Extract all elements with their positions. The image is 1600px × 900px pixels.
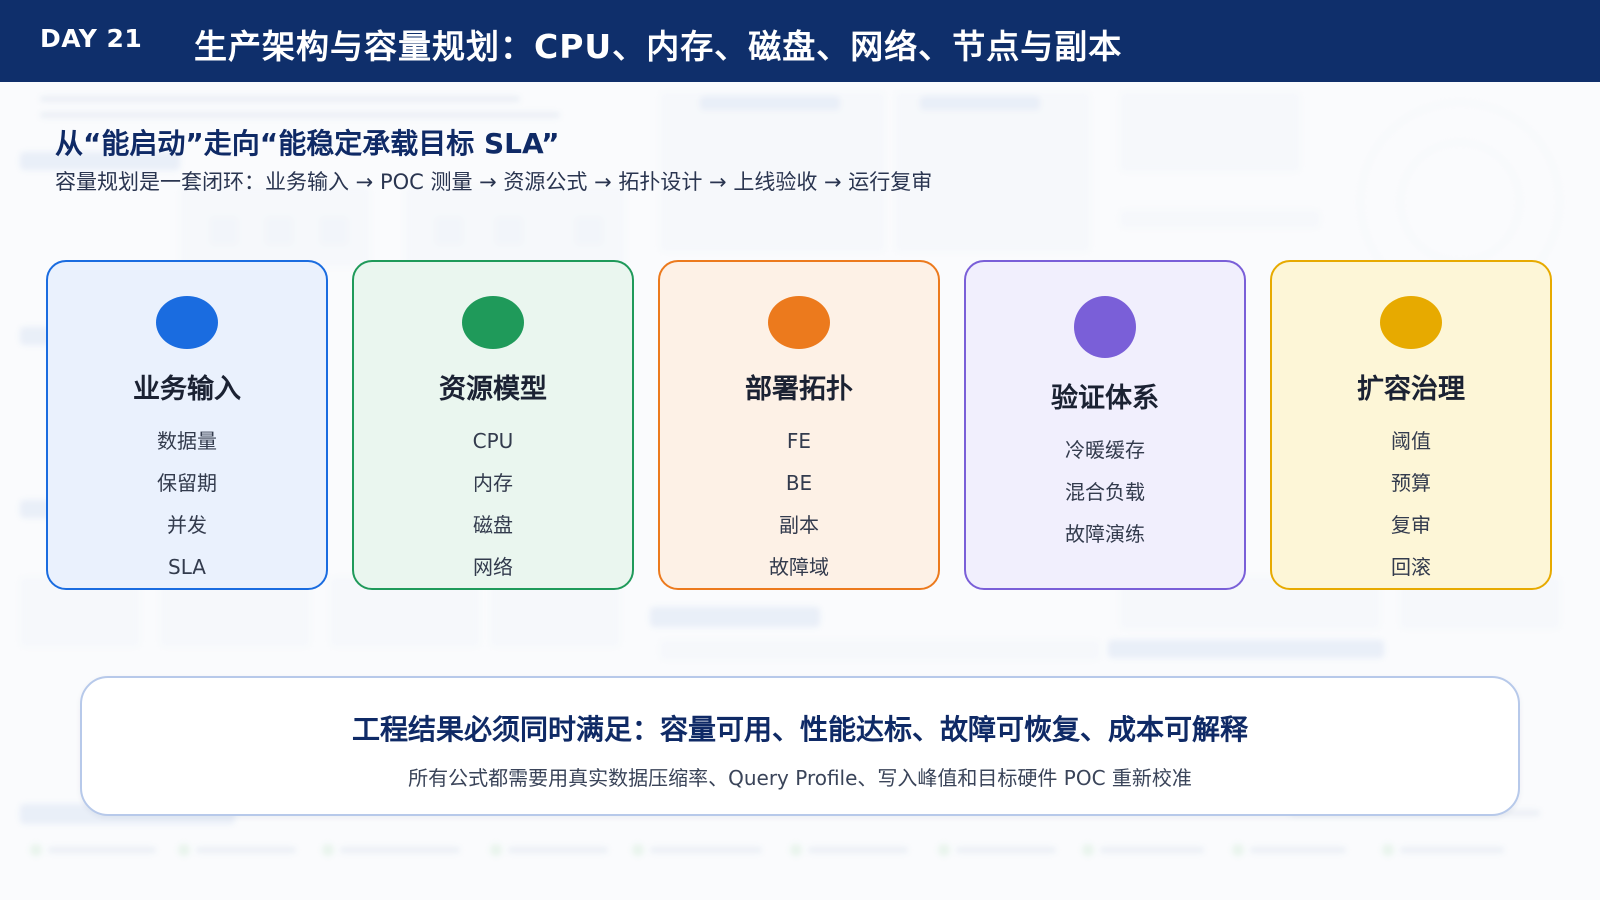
card-deployment-topology: 部署拓扑 FE BE 副本 故障域 [658,260,940,590]
card-item: SLA [168,555,206,579]
card-business-input: 业务输入 数据量 保留期 并发 SLA [46,260,328,590]
conclusion-box: 工程结果必须同时满足：容量可用、性能达标、故障可恢复、成本可解释 所有公式都需要… [80,676,1520,816]
card-item: 网络 [472,555,513,579]
business-input-dot-icon [156,296,218,349]
resource-model-dot-icon [462,296,524,349]
card-item: 冷暖缓存 [1065,438,1145,462]
card-item: BE [785,471,813,495]
scaling-governance-dot-icon [1380,296,1442,349]
card-items: 冷暖缓存 混合负载 故障演练 [1065,429,1145,555]
card-item: 并发 [167,513,207,537]
card-title: 资源模型 [439,374,547,405]
deployment-topology-dot-icon [768,296,830,349]
header-bar: DAY 21 生产架构与容量规划：CPU、内存、磁盘、网络、节点与副本 [0,0,1600,82]
card-items: FE BE 副本 故障域 [769,420,829,588]
card-items: 阈值 预算 复审 回滚 [1391,420,1431,588]
card-item: 数据量 [157,429,217,453]
card-item: 内存 [472,471,513,495]
card-validation-system: 验证体系 冷暖缓存 混合负载 故障演练 [964,260,1246,590]
card-item: 故障演练 [1065,522,1145,546]
card-item: 保留期 [157,471,217,495]
card-item: 副本 [779,513,819,537]
card-title: 扩容治理 [1357,374,1465,405]
card-item: 预算 [1391,471,1431,495]
card-item: FE [786,429,812,453]
card-item: 复审 [1391,513,1431,537]
conclusion-note: 所有公式都需要用真实数据压缩率、Query Profile、写入峰值和目标硬件 … [408,766,1192,790]
card-item: 磁盘 [472,513,513,537]
conclusion-statement: 工程结果必须同时满足：容量可用、性能达标、故障可恢复、成本可解释 [351,713,1248,746]
day-label: DAY 21 [40,24,143,53]
validation-system-dot-icon [1074,296,1136,358]
page-title: 生产架构与容量规划：CPU、内存、磁盘、网络、节点与副本 [194,27,1123,66]
card-item: CPU [472,429,514,453]
card-items: CPU 内存 磁盘 网络 [473,420,514,588]
card-item: 混合负载 [1065,480,1145,504]
card-item: 故障域 [769,555,829,579]
card-title: 业务输入 [133,374,241,405]
card-title: 验证体系 [1051,383,1159,414]
card-scaling-governance: 扩容治理 阈值 预算 复审 回滚 [1270,260,1552,590]
process-loop-description: 容量规划是一套闭环：业务输入 → POC 测量 → 资源公式 → 拓扑设计 → … [55,170,933,194]
card-resource-model: 资源模型 CPU 内存 磁盘 网络 [352,260,634,590]
card-item: 阈值 [1391,429,1431,453]
headline: 从“能启动”走向“能稳定承载目标 SLA” [55,127,560,160]
card-item: 回滚 [1391,555,1431,579]
card-items: 数据量 保留期 并发 SLA [157,420,217,588]
card-title: 部署拓扑 [745,374,853,405]
